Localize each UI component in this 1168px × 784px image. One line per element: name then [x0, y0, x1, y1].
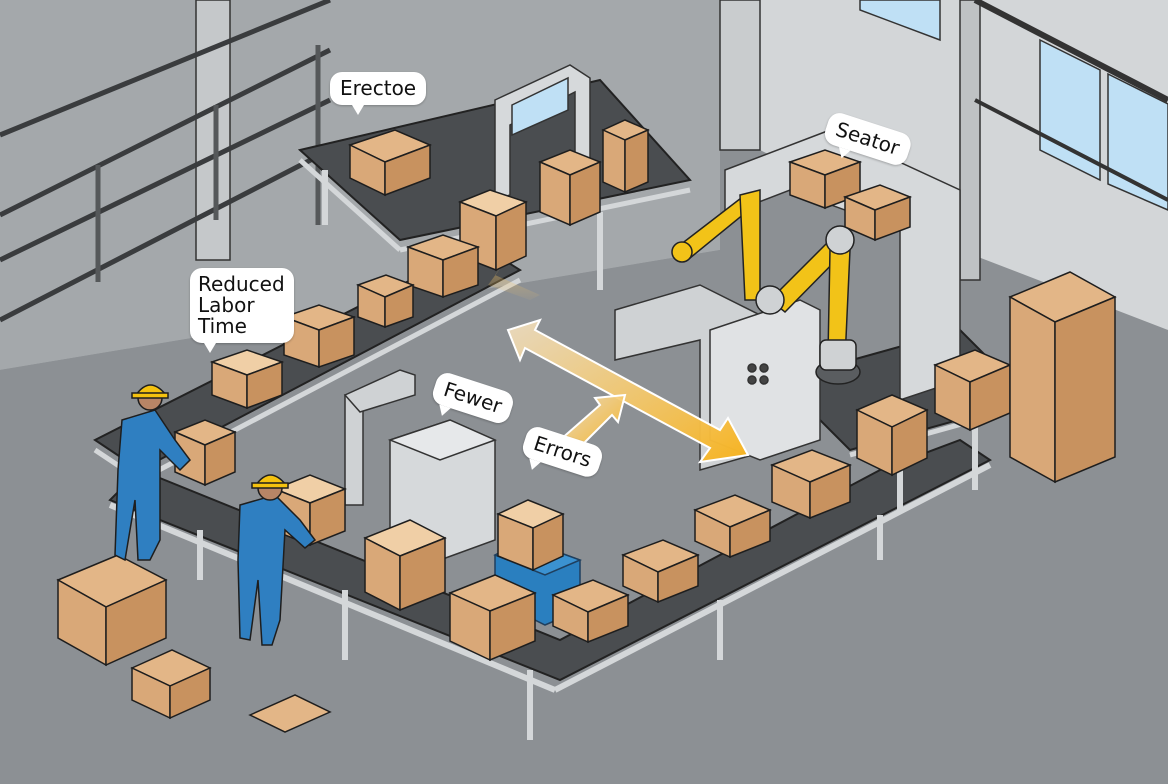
safety-railing	[0, 0, 332, 323]
box	[405, 234, 481, 299]
worker-left	[114, 384, 191, 562]
box	[363, 519, 447, 612]
box	[551, 579, 630, 644]
box	[348, 129, 433, 197]
robot-arms	[671, 189, 861, 385]
process-arrows	[488, 262, 750, 464]
windows	[859, 0, 1168, 211]
box	[281, 304, 357, 369]
worker-right	[237, 474, 317, 646]
box	[448, 574, 537, 662]
callout-reduced-labor-time: Reduced Labor Time	[190, 268, 294, 353]
box	[770, 449, 852, 520]
box	[855, 394, 929, 477]
callout-labor-line3: Time	[198, 314, 247, 338]
boxes	[56, 119, 1117, 733]
box	[130, 649, 212, 720]
box	[693, 494, 772, 559]
box	[173, 419, 237, 487]
box	[56, 554, 168, 667]
flat-cardboard	[248, 694, 332, 733]
box	[538, 149, 602, 227]
box	[621, 539, 700, 604]
callout-erector: Erectoe	[330, 72, 427, 115]
callout-labor-line2: Labor	[198, 293, 255, 317]
box	[209, 349, 285, 410]
box	[842, 184, 913, 242]
box	[601, 119, 650, 194]
callout-labor-line1: Reduced	[198, 272, 285, 296]
box	[933, 349, 1012, 432]
callout-erector-text: Erectoe	[340, 76, 417, 100]
box	[1008, 271, 1117, 484]
box	[355, 274, 416, 329]
box	[496, 499, 565, 572]
